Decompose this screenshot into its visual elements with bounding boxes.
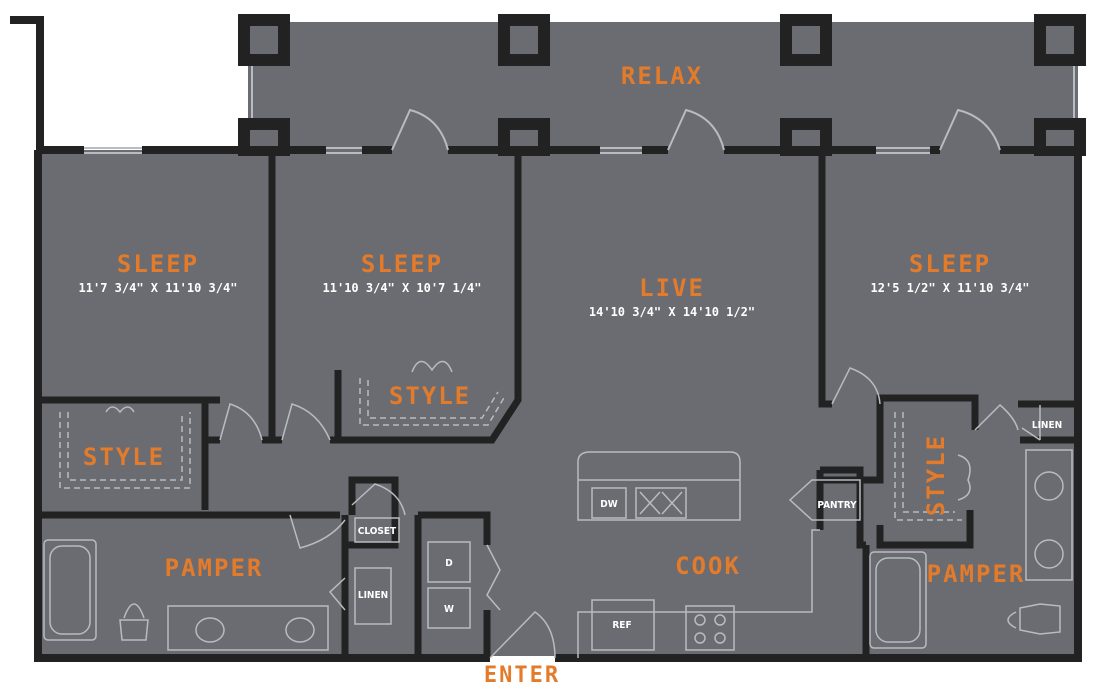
pamper-1-label: PAMPER bbox=[165, 554, 264, 582]
interior-doors bbox=[105, 360, 1019, 659]
refrigerator-box bbox=[591, 599, 655, 651]
columns bbox=[238, 14, 1086, 156]
refrigerator-label: REF bbox=[612, 620, 631, 631]
style-1-label: STYLE bbox=[83, 443, 165, 471]
sleep-2-dimensions: 11'10 3/4" X 10'7 1/4" bbox=[323, 281, 482, 295]
sleep-1-label: SLEEP bbox=[117, 250, 199, 278]
style-2-label: STYLE bbox=[389, 382, 471, 410]
dishwasher-label: DW bbox=[600, 499, 617, 510]
pamper-2-label: PAMPER bbox=[927, 560, 1026, 588]
linen-1-label: LINEN bbox=[358, 590, 388, 601]
dryer-label: D bbox=[445, 558, 452, 569]
closet-label: CLOSET bbox=[358, 526, 397, 537]
bathtub-1 bbox=[43, 539, 97, 641]
burner-icon bbox=[714, 614, 726, 626]
live-label: LIVE bbox=[639, 274, 705, 302]
toilet-1 bbox=[119, 603, 149, 641]
sleep-2-label: SLEEP bbox=[361, 250, 443, 278]
range bbox=[685, 605, 735, 651]
sleep-3-label: SLEEP bbox=[909, 250, 991, 278]
washer-label: W bbox=[444, 604, 454, 615]
cook-label: COOK bbox=[675, 552, 741, 580]
room-labels: RELAX SLEEP 11'7 3/4" X 11'10 3/4" SLEEP… bbox=[79, 62, 1030, 588]
closet-rods bbox=[59, 378, 962, 521]
burner-icon bbox=[694, 632, 706, 644]
vanity-1 bbox=[167, 605, 329, 651]
closet-box bbox=[354, 517, 400, 543]
style-3-label: STYLE bbox=[922, 434, 950, 516]
pantry-door bbox=[788, 479, 861, 521]
linen-2-label: LINEN bbox=[1032, 420, 1062, 431]
column-voids bbox=[250, 26, 1074, 146]
vanity-2 bbox=[1025, 449, 1073, 581]
live-dimensions: 14'10 3/4" X 14'10 1/2" bbox=[589, 305, 755, 319]
kitchen-fixtures bbox=[577, 451, 861, 658]
kitchen-island bbox=[577, 451, 741, 521]
fixture-labels: CLOSET LINEN LINEN PANTRY D W DW REF bbox=[358, 420, 1062, 631]
balcony-doors bbox=[391, 108, 1001, 151]
burner-icon bbox=[694, 614, 706, 626]
enter-label: ENTER bbox=[484, 663, 560, 688]
pantry-label: PANTRY bbox=[817, 500, 857, 511]
sink-3 bbox=[1034, 471, 1064, 501]
sleep-1-dimensions: 11'7 3/4" X 11'10 3/4" bbox=[79, 281, 238, 295]
dryer-box bbox=[427, 541, 471, 583]
toilet-2 bbox=[1007, 603, 1061, 635]
sink-4 bbox=[1034, 539, 1064, 569]
bath-fixtures bbox=[43, 449, 1073, 651]
laundry-fixtures bbox=[354, 405, 1041, 629]
sleep-3-dimensions: 12'5 1/2" X 11'10 3/4" bbox=[871, 281, 1030, 295]
relax-label: RELAX bbox=[621, 62, 703, 90]
dishwasher-box bbox=[591, 487, 627, 519]
washer-box bbox=[427, 587, 471, 629]
linen-box-1 bbox=[354, 567, 392, 625]
sink-2 bbox=[285, 617, 315, 643]
sink-1 bbox=[195, 617, 225, 643]
sink bbox=[635, 487, 687, 519]
burner-icon bbox=[714, 632, 726, 644]
windows bbox=[84, 147, 930, 154]
bathtub-2 bbox=[869, 551, 927, 649]
